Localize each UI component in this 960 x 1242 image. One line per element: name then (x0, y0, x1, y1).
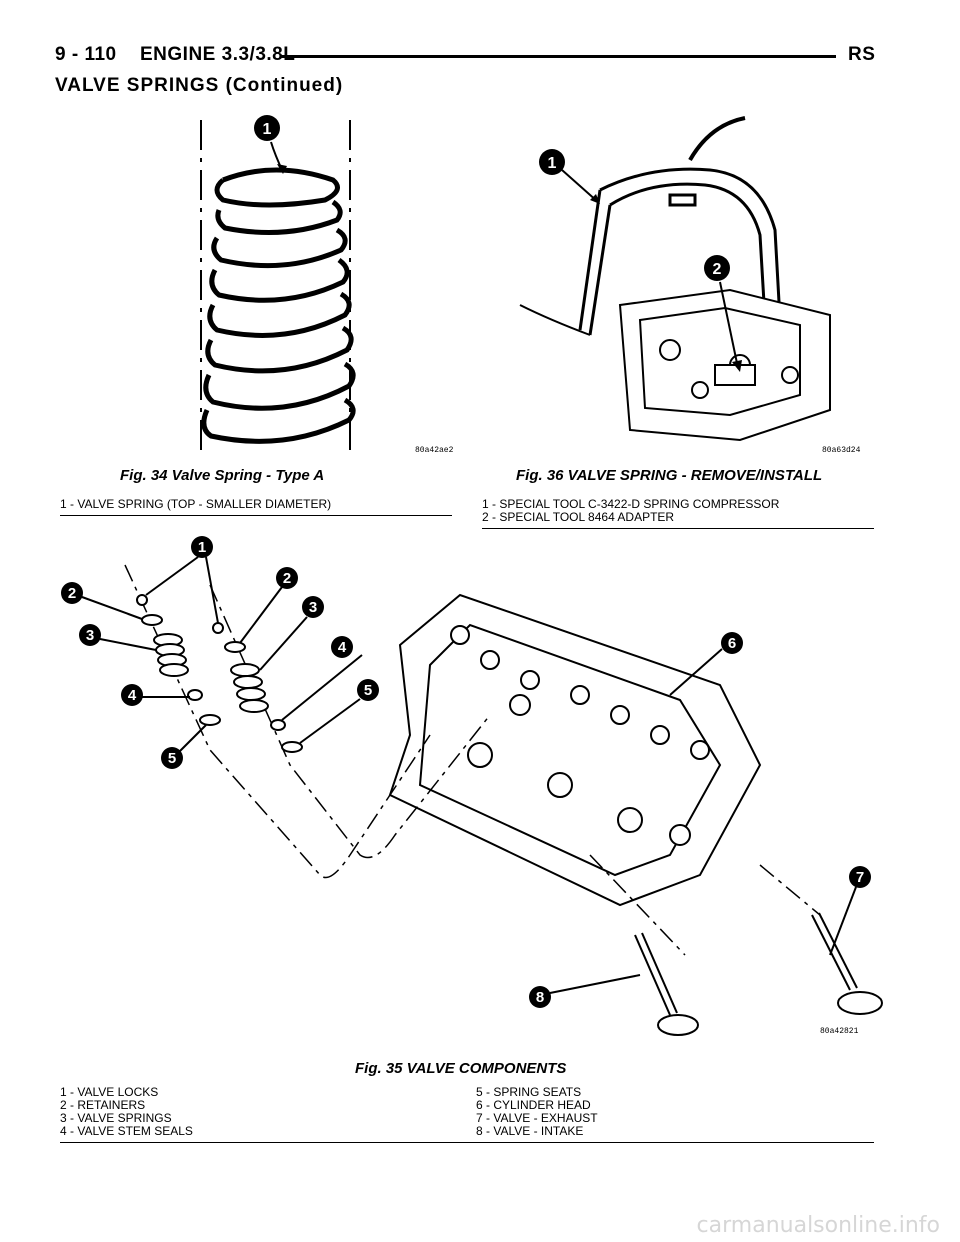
legend-item: 2 - SPECIAL TOOL 8464 ADAPTER (482, 510, 675, 524)
callout-label: 4 (128, 687, 137, 704)
callout-label: 1 (548, 155, 557, 172)
legend-item: 1 - VALVE SPRING (TOP - SMALLER DIAMETER… (60, 497, 332, 511)
legend-column-left: 1 - VALVE LOCKS 2 - RETAINERS 3 - VALVE … (60, 1086, 193, 1138)
page-number: 9 - 110 (55, 44, 117, 65)
cylinder-head (388, 593, 762, 907)
valve-spring-illustration: 1 80a42ae2 (200, 115, 454, 455)
legend-item: 3 - VALVE SPRINGS (60, 1111, 172, 1125)
callout-label: 1 (198, 539, 206, 556)
legend-rule (482, 528, 874, 529)
callout-label: 5 (364, 682, 372, 699)
callout-label: 2 (68, 585, 76, 602)
callout-label: 7 (856, 869, 864, 886)
callout-label: 2 (713, 261, 722, 278)
legend-item: 4 - VALVE STEM SEALS (60, 1124, 193, 1138)
legend-column-right: 5 - SPRING SEATS 6 - CYLINDER HEAD 7 - V… (476, 1086, 598, 1138)
figure-id: 80a42821 (820, 1027, 859, 1036)
figure-id: 80a42ae2 (415, 446, 454, 455)
callout-label: 1 (263, 121, 272, 138)
callout-label: 8 (536, 989, 544, 1006)
legend-item: 1 - SPECIAL TOOL C-3422-D SPRING COMPRES… (482, 497, 780, 511)
legend-item: 7 - VALVE - EXHAUST (476, 1111, 598, 1125)
valve-spring-left (153, 633, 189, 677)
header-rule (280, 55, 836, 58)
spring-compressor-illustration: 1 2 80a63d24 (519, 116, 861, 455)
watermark: carmanualsonline.info (696, 1213, 940, 1238)
callout-1-marker (254, 115, 280, 141)
callout-label: 4 (338, 639, 347, 656)
callout-label: 5 (168, 750, 176, 767)
model-code: RS (848, 44, 876, 65)
callout-label: 3 (309, 599, 317, 616)
manual-title: ENGINE 3.3/3.8L (140, 44, 296, 65)
spring-coils (201, 167, 356, 444)
callout-label: 6 (728, 635, 736, 652)
legend-item: 5 - SPRING SEATS (476, 1085, 582, 1099)
valve-spring-right (230, 663, 269, 713)
legend-item: 1 - VALVE LOCKS (60, 1085, 159, 1099)
legend-item: 2 - RETAINERS (60, 1098, 146, 1112)
callout-label: 3 (86, 627, 94, 644)
exhaust-valve-head (837, 991, 883, 1015)
legend-item: 6 - CYLINDER HEAD (476, 1098, 591, 1112)
figure-caption: Fig. 35 VALVE COMPONENTS (355, 1060, 567, 1077)
legend-rule (60, 1142, 874, 1143)
intake-valve-head (657, 1014, 699, 1036)
callout-label: 2 (283, 570, 291, 587)
figure-caption: Fig. 36 VALVE SPRING - REMOVE/INSTALL (516, 467, 823, 484)
figure-caption: Fig. 34 Valve Spring - Type A (120, 467, 325, 484)
legend-item: 8 - VALVE - INTAKE (476, 1124, 584, 1138)
section-title: VALVE SPRINGS (Continued) (55, 75, 344, 96)
valve-components-illustration: 1 2 3 4 5 2 3 4 5 6 7 8 (61, 536, 883, 1036)
figure-id: 80a63d24 (822, 446, 861, 455)
cylinder-head (618, 288, 831, 442)
legend-rule (60, 515, 452, 516)
